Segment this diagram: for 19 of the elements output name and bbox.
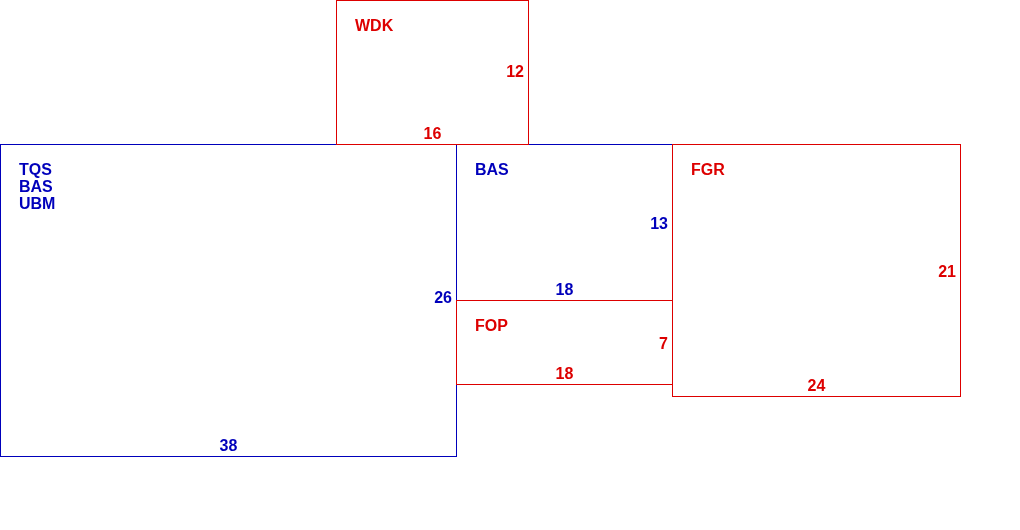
- dimension-label: 13: [650, 214, 668, 231]
- room-label: BAS: [475, 161, 509, 178]
- dimension-label: 12: [506, 62, 524, 80]
- room-outline: [0, 144, 457, 457]
- dimension-label: 26: [434, 288, 452, 306]
- room-outline: [456, 300, 673, 385]
- dimension-label: 24: [807, 377, 826, 394]
- room-outline: [672, 144, 961, 397]
- room-label: WDK: [355, 17, 394, 34]
- dimension-label: 38: [219, 437, 238, 454]
- room-label: TQS BAS UBM: [19, 161, 56, 212]
- dimension-label: 21: [938, 262, 956, 279]
- dimension-label: 18: [555, 365, 574, 382]
- room-label: FGR: [691, 161, 725, 178]
- dimension-label: 7: [659, 334, 668, 351]
- dimension-label: 16: [423, 125, 442, 142]
- room-outline: [336, 0, 529, 145]
- room-label: FOP: [475, 317, 508, 334]
- dimension-label: 18: [555, 281, 574, 298]
